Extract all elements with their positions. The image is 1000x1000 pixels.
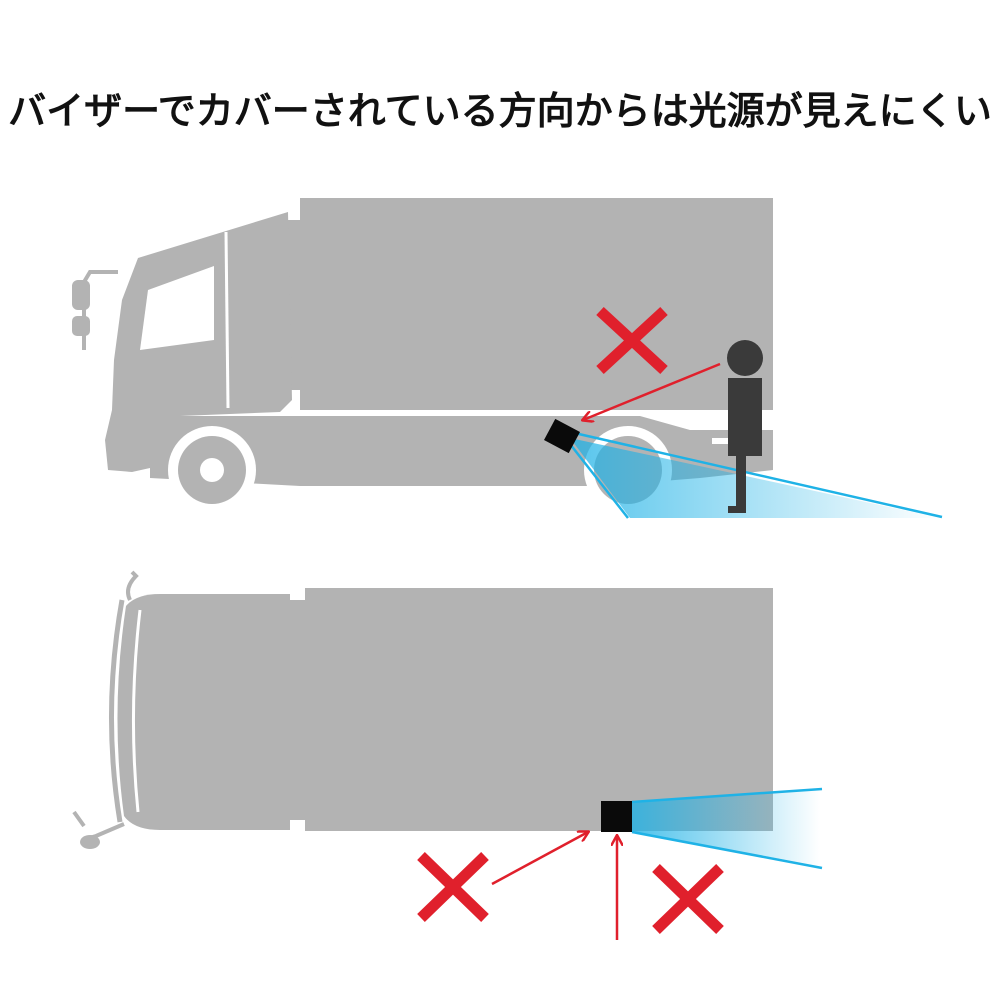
side-step — [712, 438, 742, 444]
side-cargo-box — [300, 198, 773, 410]
top-light-block — [601, 801, 632, 832]
side-cross-mark — [596, 306, 668, 375]
top-diagonal-arrow — [491, 832, 588, 886]
person-figure — [727, 340, 763, 513]
side-cab-door-line — [224, 231, 230, 409]
top-bumper — [108, 599, 125, 823]
top-light-beam — [631, 787, 823, 870]
top-cab-windshield — [131, 609, 142, 813]
side-box-underline — [300, 410, 773, 416]
top-cross-mark-left — [417, 852, 489, 922]
side-light-block — [544, 418, 580, 454]
top-cab-connector — [290, 600, 305, 820]
side-light-beam — [569, 430, 943, 519]
top-cargo-box — [305, 588, 773, 831]
side-mirror — [72, 270, 118, 350]
top-view-truck — [72, 570, 773, 849]
side-sightline-arrow — [583, 362, 721, 420]
top-cab — [117, 594, 290, 830]
side-front-wheel — [168, 426, 256, 514]
top-mirror-lower — [72, 810, 125, 849]
side-cab-window — [140, 266, 214, 350]
top-mirror-upper — [126, 570, 139, 601]
top-cross-mark-right — [652, 864, 724, 934]
page-title: バイザーでカバーされている方向からは光源が見えにくい — [8, 89, 992, 133]
